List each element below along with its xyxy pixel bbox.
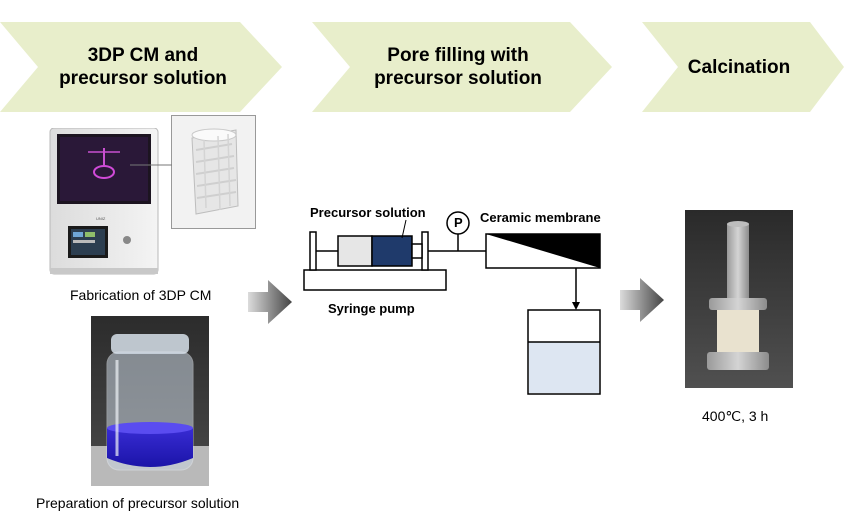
calcined-membrane-photo xyxy=(685,210,793,388)
syringe-pump-label: Syringe pump xyxy=(328,301,415,316)
precursor-jar-photo xyxy=(91,316,209,486)
pressure-gauge-label: P xyxy=(454,215,463,230)
precursor-solution-label: Precursor solution xyxy=(310,205,426,220)
calcination-caption: 400℃, 3 h xyxy=(702,408,769,424)
printed-membrane-photo-frame xyxy=(171,115,256,229)
ceramic-membrane-label: Ceramic membrane xyxy=(480,210,601,225)
jar-caption: Preparation of precursor solution xyxy=(36,495,240,511)
3d-printer-photo: UNIZ xyxy=(49,128,159,275)
step-2-title: Pore filling with precursor solution xyxy=(374,45,542,89)
process-arrow-2 xyxy=(620,278,664,322)
printed-membrane-photo xyxy=(172,116,255,228)
syringe-pump-diagram xyxy=(303,211,601,395)
printer-caption: Fabrication of 3DP CM xyxy=(70,287,212,303)
step-3-chevron xyxy=(642,22,844,112)
step-1-title: 3DP CM and precursor solution xyxy=(59,45,227,89)
process-arrow-1 xyxy=(248,280,292,324)
zoom-connector-line xyxy=(130,164,172,166)
step-3-title: Calcination xyxy=(687,56,791,78)
svg-text:UNIZ: UNIZ xyxy=(96,216,106,221)
step-2-chevron xyxy=(312,22,612,112)
step-1-chevron xyxy=(0,22,282,112)
